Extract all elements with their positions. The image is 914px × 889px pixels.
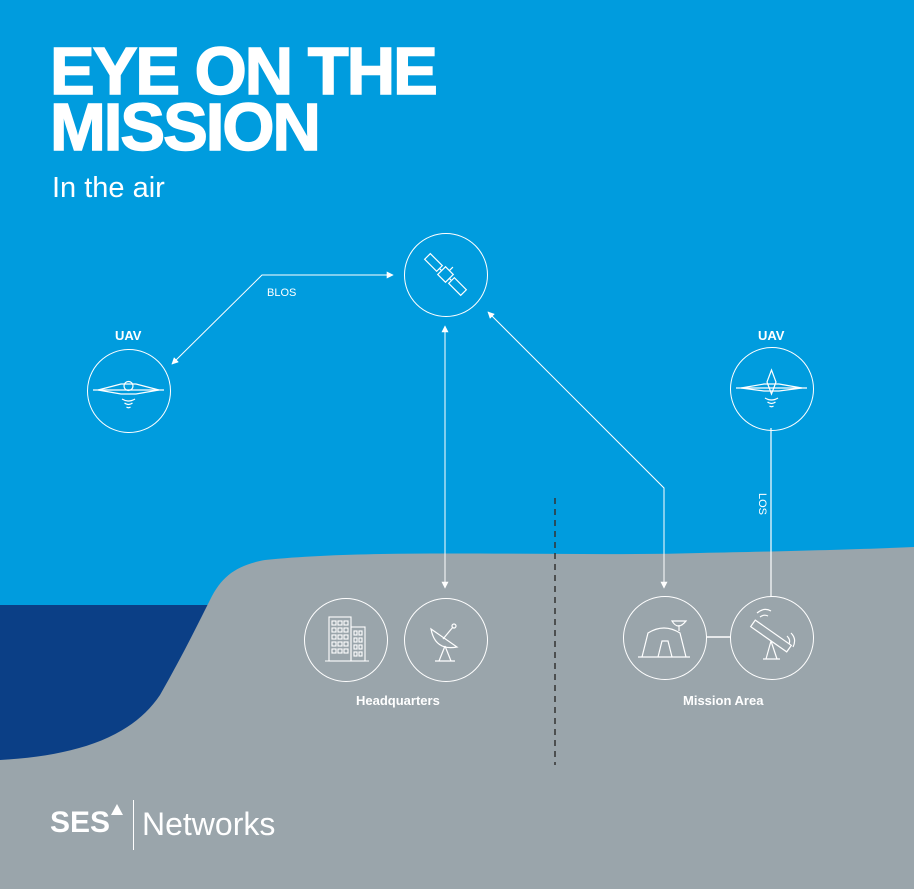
uav-left-label: UAV	[115, 328, 142, 343]
page-subtitle: In the air	[52, 172, 165, 204]
los-link-label: LOS	[756, 493, 768, 516]
headquarters-dish-node	[404, 598, 488, 682]
brand-name: SES	[50, 806, 111, 839]
satellite-icon	[423, 252, 468, 297]
blos-link	[171, 271, 394, 365]
uav-icon	[736, 368, 807, 408]
office-building-icon	[325, 616, 369, 662]
uav-right-node	[730, 347, 814, 431]
brand-triangle-icon	[111, 804, 123, 815]
field-tent-icon	[638, 620, 690, 658]
uav-icon	[93, 380, 164, 409]
satellite-node	[404, 233, 488, 317]
uav-left-node	[87, 349, 171, 433]
mission-tent-node	[623, 596, 707, 680]
mission-area-label: Mission Area	[683, 693, 764, 708]
uav-right-label: UAV	[758, 328, 785, 343]
blos-link-label: BLOS	[267, 287, 297, 299]
headquarters-label: Headquarters	[356, 693, 440, 708]
headquarters-building-node	[304, 598, 388, 682]
mission-terminal-node	[730, 596, 814, 680]
ground-terminal-icon	[749, 608, 796, 660]
page-title: EYE ON THE MISSION	[49, 34, 438, 166]
satellite-mission-link	[487, 311, 668, 589]
brand-separator	[133, 800, 134, 850]
title-line-1: EYE ON THE	[49, 34, 438, 109]
brand-subname: Networks	[142, 806, 276, 842]
title-line-2: MISSION	[49, 90, 321, 166]
satellite-dish-icon	[430, 623, 459, 662]
